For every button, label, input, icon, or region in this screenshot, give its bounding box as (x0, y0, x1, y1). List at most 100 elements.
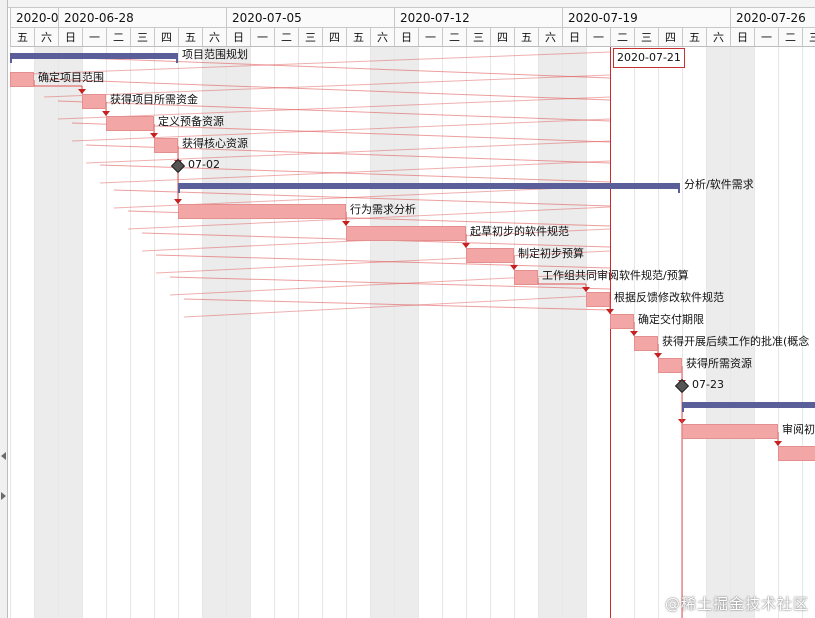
day-header-cell: 二 (610, 28, 634, 47)
day-header-cell: 一 (250, 28, 274, 47)
dependency-arrow-icon (342, 221, 350, 226)
link-connector (99, 160, 611, 184)
task-bar[interactable] (682, 424, 778, 439)
task-label: 获得开展后续工作的批准(概念 (662, 335, 810, 348)
week-header-cell: 2020-06-28 (58, 8, 226, 28)
splitter-strip[interactable] (0, 0, 8, 618)
summary-bar[interactable] (178, 183, 680, 193)
day-header-cell: 日 (58, 28, 82, 47)
day-header-cell: 五 (514, 28, 538, 47)
day-gridline (466, 47, 467, 618)
day-gridline (586, 47, 587, 618)
day-gridline (658, 47, 659, 618)
task-label: 工作组共同审阅软件规范/预算 (542, 269, 689, 282)
day-header-cell: 四 (658, 28, 682, 47)
link-connector (71, 118, 611, 142)
weekend-column (394, 47, 418, 618)
link-connector (57, 100, 611, 122)
day-header-cell: 四 (490, 28, 514, 47)
task-bar[interactable] (154, 138, 178, 153)
link-connector (155, 254, 611, 269)
day-header-cell: 一 (418, 28, 442, 47)
weekend-column (562, 47, 586, 618)
task-bar[interactable] (658, 358, 682, 373)
day-gridline (274, 47, 275, 618)
day-gridline (802, 47, 803, 618)
task-label: 获得项目所需资金 (110, 93, 198, 106)
day-header-cell: 五 (682, 28, 706, 47)
expand-right-icon[interactable] (1, 492, 6, 500)
task-bar[interactable] (82, 94, 106, 109)
day-gridline (730, 47, 731, 618)
weekend-column (34, 47, 58, 618)
task-bar[interactable] (778, 446, 815, 461)
task-label: 行为需求分析 (350, 203, 416, 216)
day-header-cell: 六 (538, 28, 562, 47)
summary-bar[interactable] (10, 53, 178, 63)
task-label: 确定项目范围 (38, 71, 104, 84)
top-border (0, 0, 815, 8)
day-header-cell: 六 (34, 28, 58, 47)
day-header-cell: 二 (274, 28, 298, 47)
weekend-column (538, 47, 562, 618)
summary-bar[interactable] (682, 402, 815, 412)
collapse-left-icon[interactable] (1, 452, 6, 460)
dependency-arrow-icon (606, 309, 614, 314)
task-label: 07-02 (188, 158, 220, 171)
day-header-cell: 五 (178, 28, 202, 47)
task-bar[interactable] (106, 116, 154, 131)
day-gridline (562, 47, 563, 618)
day-header-cell: 三 (130, 28, 154, 47)
task-label: 起草初步的软件规范 (470, 225, 569, 238)
dependency-arrow-icon (78, 89, 86, 94)
link-connector (85, 140, 611, 164)
day-gridline (250, 47, 251, 618)
dependency-arrow-icon (102, 111, 110, 116)
dependency-arrow-icon (630, 331, 638, 336)
day-header-cell: 六 (202, 28, 226, 47)
task-bar[interactable] (10, 72, 34, 87)
task-bar[interactable] (346, 226, 466, 241)
day-header-cell: 三 (298, 28, 322, 47)
day-header-cell: 日 (562, 28, 586, 47)
day-header-cell: 日 (730, 28, 754, 47)
day-gridline (418, 47, 419, 618)
task-bar[interactable] (514, 270, 538, 285)
day-header-cell: 六 (706, 28, 730, 47)
day-gridline (346, 47, 347, 618)
week-header-cell: 2020-07-12 (394, 8, 562, 28)
weekend-column (226, 47, 250, 618)
task-bar[interactable] (610, 314, 634, 329)
task-bar[interactable] (178, 204, 346, 219)
day-gridline (10, 47, 11, 618)
day-gridline (682, 47, 683, 618)
task-bar[interactable] (586, 292, 610, 307)
link-connector (169, 276, 611, 290)
day-gridline (490, 47, 491, 618)
dependency-arrow-icon (150, 133, 158, 138)
day-gridline (106, 47, 107, 618)
day-header-cell: 二 (778, 28, 802, 47)
week-header-cell: 2020-07-05 (226, 8, 394, 28)
dependency-arrow-icon (582, 287, 590, 292)
link-connector (29, 55, 611, 79)
today-marker-label: 2020-07-21 (613, 48, 685, 68)
day-gridline (538, 47, 539, 618)
link-connector (183, 298, 611, 311)
weekend-column (202, 47, 226, 618)
day-gridline (178, 47, 179, 618)
day-header-cell: 三 (466, 28, 490, 47)
task-bar[interactable] (466, 248, 514, 263)
week-header-cell: 2020-07-26 (730, 8, 815, 28)
day-header-cell: 日 (394, 28, 418, 47)
task-bar[interactable] (634, 336, 658, 351)
weekend-column (706, 47, 730, 618)
day-header-cell: 五 (346, 28, 370, 47)
link-connector (29, 51, 611, 75)
day-header-cell: 一 (754, 28, 778, 47)
day-gridline (202, 47, 203, 618)
day-gridline (394, 47, 395, 618)
task-label: 获得所需资源 (686, 357, 752, 370)
